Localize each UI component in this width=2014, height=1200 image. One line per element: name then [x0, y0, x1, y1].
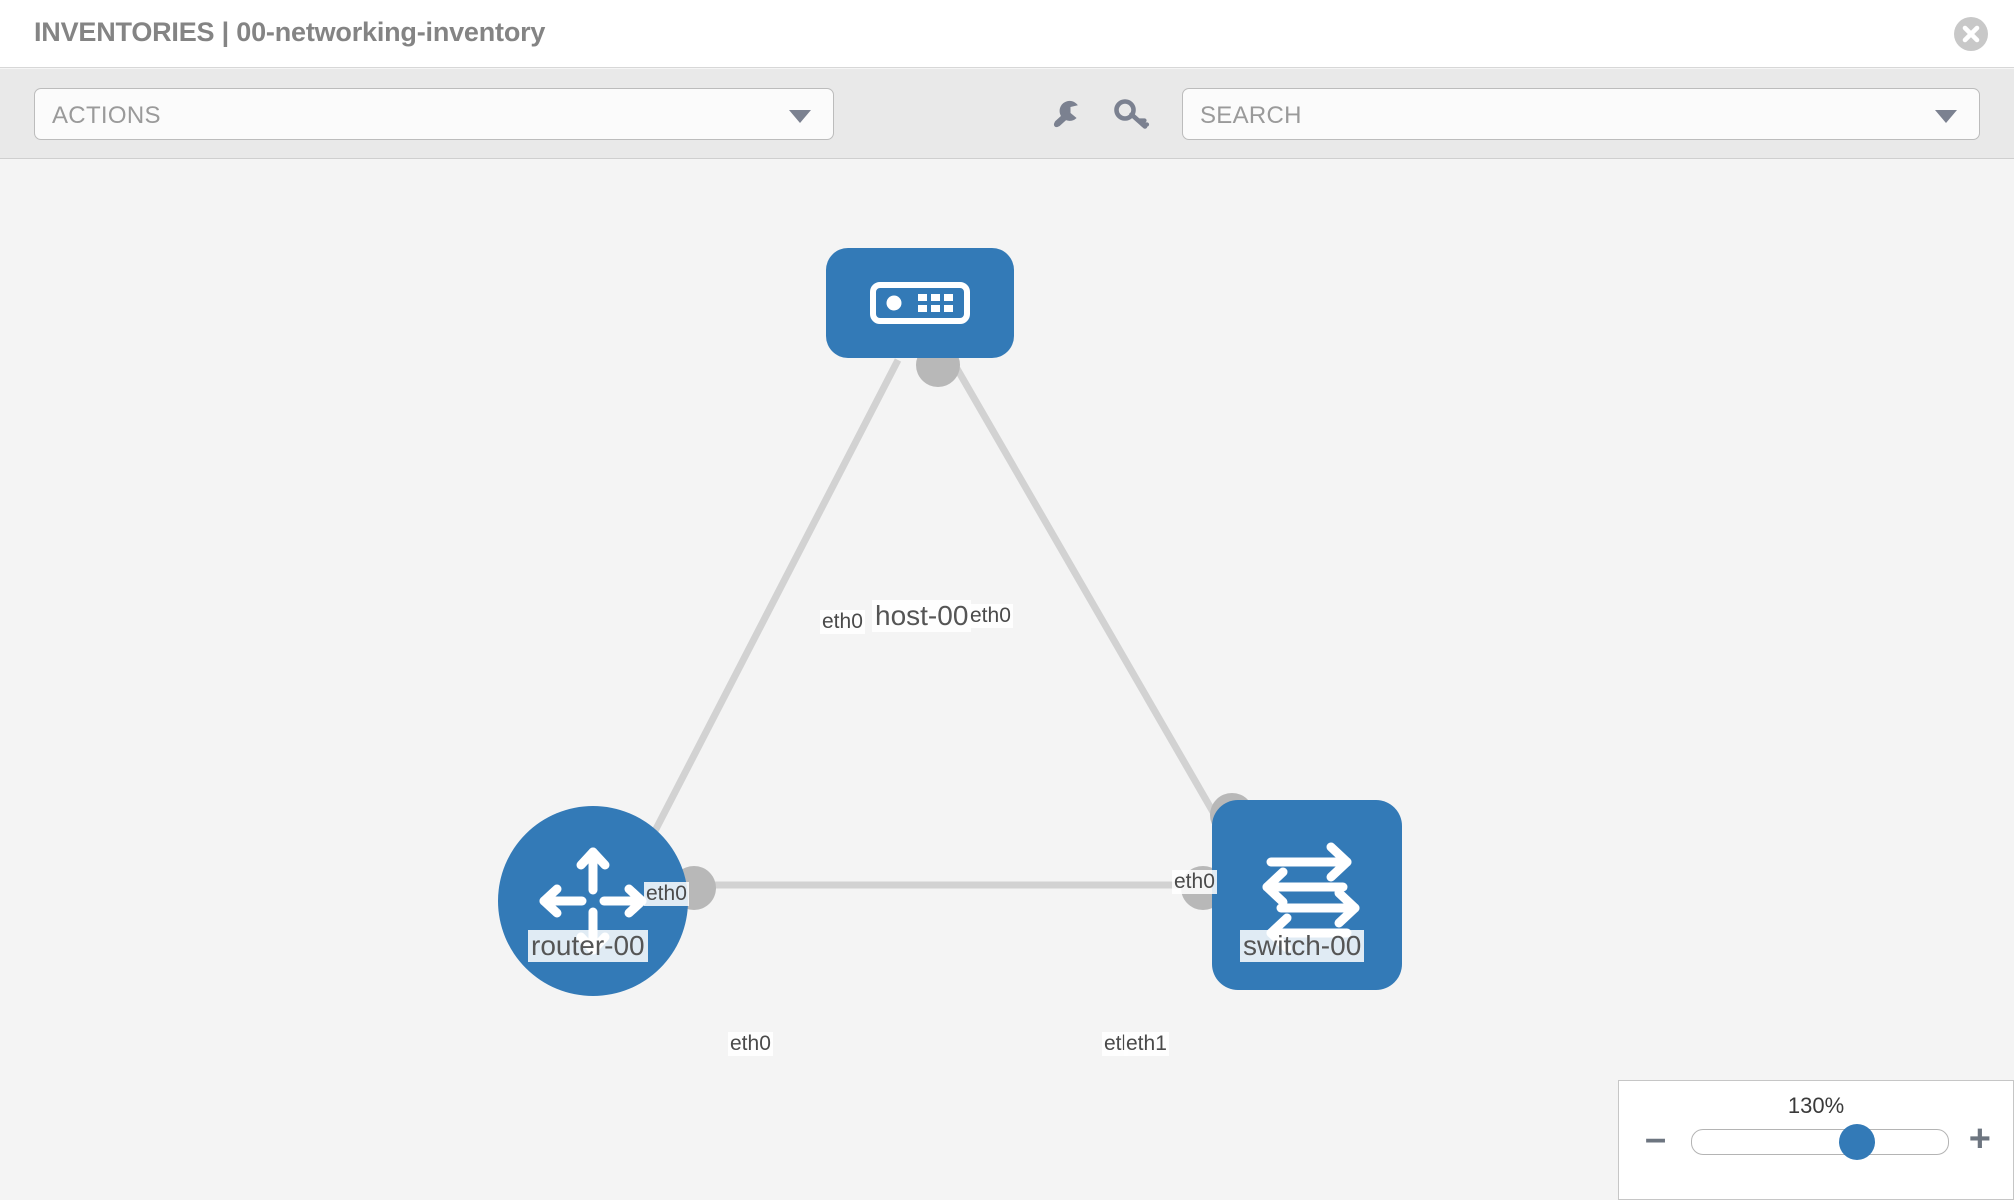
actions-dropdown[interactable]: ACTIONS	[34, 88, 834, 140]
key-glyph	[1114, 99, 1150, 129]
zoom-slider-thumb[interactable]	[1839, 1124, 1876, 1160]
toolbar: ACTIONS SEARCH	[0, 69, 2014, 159]
zoom-slider-track[interactable]	[1691, 1124, 1949, 1160]
port-label-router-right: eth0	[728, 1032, 773, 1056]
close-icon[interactable]	[1954, 17, 1988, 51]
port-label-host-right: eth0	[968, 604, 1013, 628]
link-host-router[interactable]	[636, 358, 902, 862]
port-label-router-diag: eth0	[644, 882, 689, 906]
actions-dropdown-label: ACTIONS	[52, 102, 161, 129]
close-x-glyph	[1962, 25, 1980, 43]
link-host-switch[interactable]	[948, 358, 1239, 852]
page-title: INVENTORIES | 00-networking-inventory	[34, 17, 546, 47]
zoom-out-button[interactable]: –	[1645, 1118, 1667, 1160]
zoom-in-button[interactable]: +	[1968, 1118, 1991, 1160]
wrench-glyph	[1053, 100, 1078, 128]
switch-node-label: switch-00	[1240, 930, 1365, 962]
host-node-shape[interactable]	[826, 248, 1014, 358]
port-label-host-left: eth0	[820, 610, 865, 634]
port-label-switch-left-overlap: etl	[1102, 1032, 1129, 1056]
search-input[interactable]: SEARCH	[1182, 88, 1980, 140]
port-label-switch-left: eth1	[1124, 1032, 1169, 1056]
port-label-switch-diag: eth0	[1172, 870, 1217, 894]
page-header: INVENTORIES | 00-networking-inventory	[0, 0, 2014, 68]
router-node-label: router-00	[528, 930, 648, 962]
zoom-control-panel[interactable]: 130% – +	[1618, 1080, 2014, 1200]
server-icon	[870, 282, 970, 324]
zoom-level-value: 130%	[1787, 1093, 1845, 1118]
chevron-down-icon[interactable]	[1935, 110, 1957, 123]
search-placeholder: SEARCH	[1200, 102, 1302, 129]
wrench-icon[interactable]	[1044, 93, 1088, 137]
key-icon[interactable]	[1110, 93, 1154, 137]
topology-canvas[interactable]: host-00 router-00	[0, 160, 2014, 1200]
chevron-down-icon	[789, 110, 811, 123]
host-node-label: host-00	[872, 600, 972, 632]
